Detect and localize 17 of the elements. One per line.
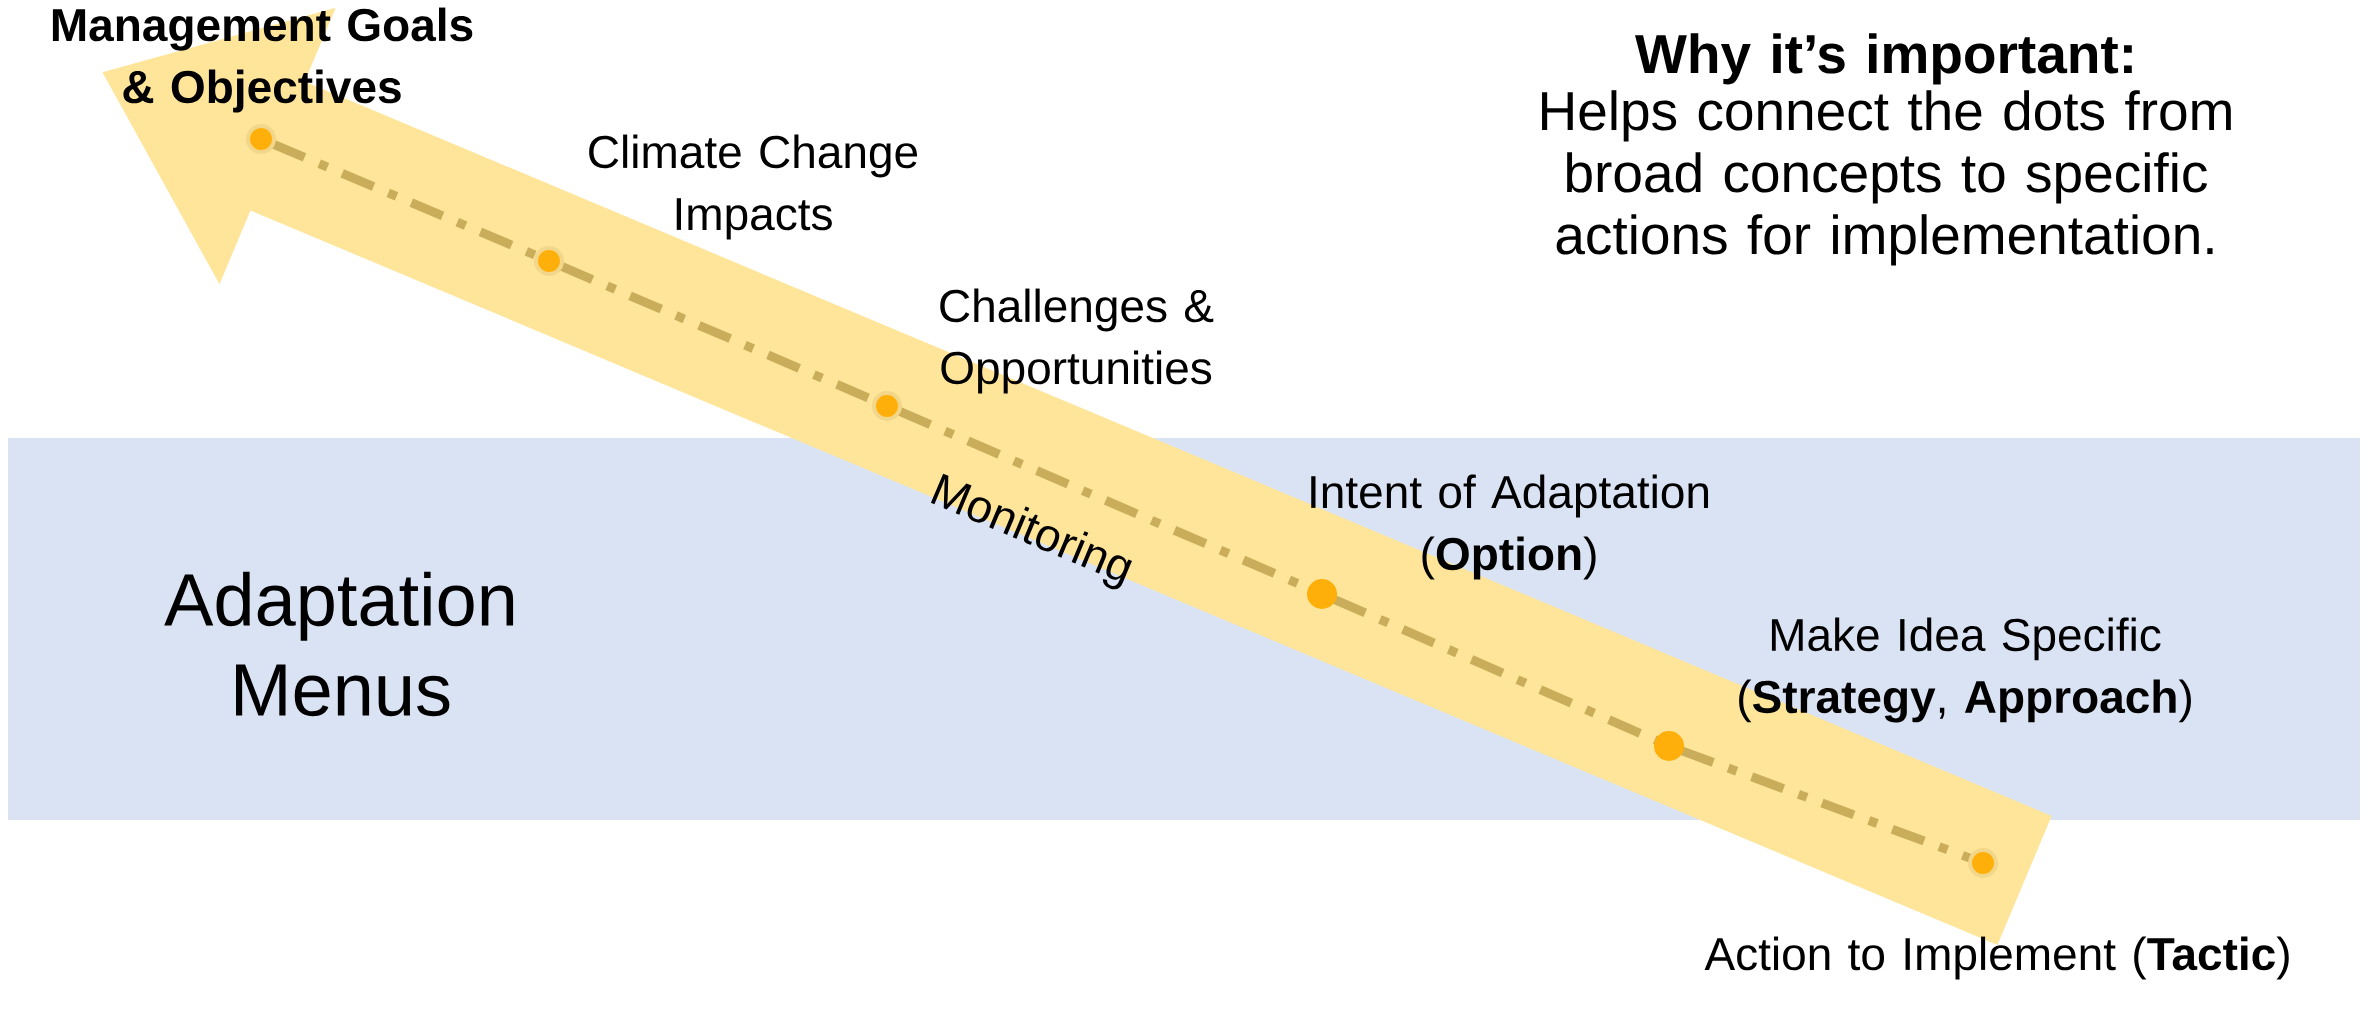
dot — [246, 124, 276, 154]
dot — [1307, 579, 1337, 609]
dot-label: Challenges & Opportunities — [940, 288, 1214, 394]
dash-dot-line — [271, 140, 539, 260]
dot-label: Action to Implement (Tactic) — [1704, 936, 2289, 980]
dot-label: Management Goals & Objectives — [52, 7, 473, 113]
dot-label: Climate Change Impacts — [589, 134, 918, 240]
dot — [1968, 848, 1999, 878]
dash-dot-line — [1332, 595, 1659, 745]
note-text: Helps connect the dots from broad concepts to specific actions for implementation. — [1542, 90, 2231, 266]
dot — [872, 391, 902, 421]
dot — [1654, 731, 1684, 761]
heading: Why it’s important: — [1635, 33, 2132, 85]
dot — [534, 246, 564, 276]
dot-label: Intent of Adaptation (Option) — [1311, 474, 1708, 580]
dash-dot-line — [1679, 746, 1973, 863]
dot-label: Make Idea Specific (Strategy, Approach) — [1739, 617, 2191, 723]
